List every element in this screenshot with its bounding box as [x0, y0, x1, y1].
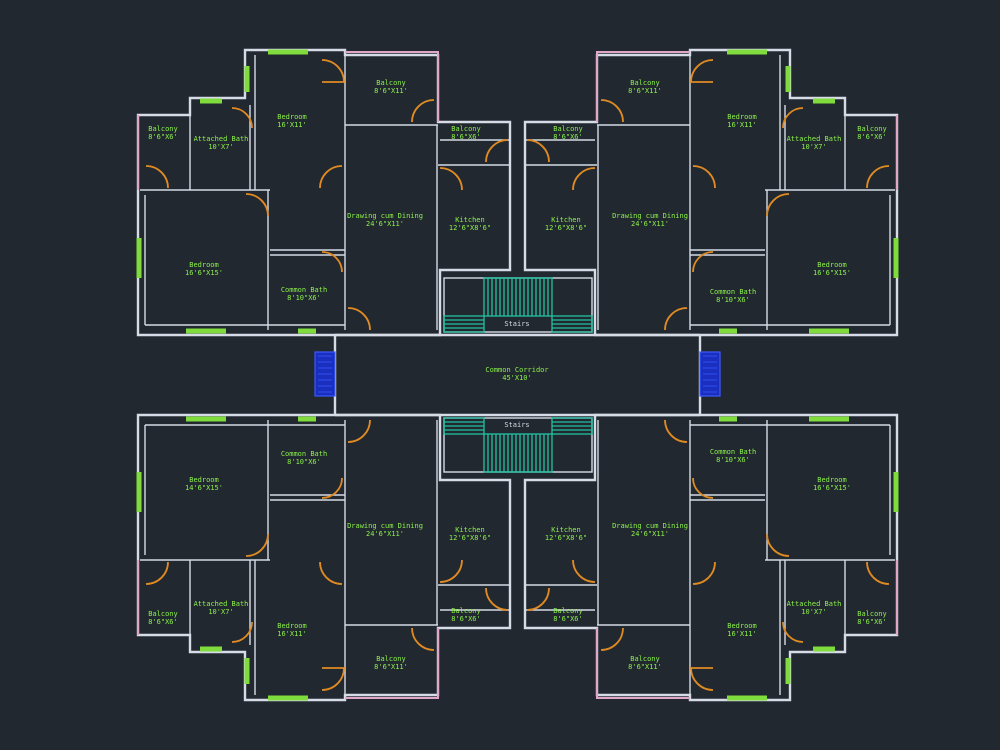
room-label-tl-bed-big-size: 16'6"X15': [185, 269, 223, 277]
room-label-tr-bed-big-size: 16'6"X15': [813, 269, 851, 277]
room-label-tr-drawing-name: Drawing cum Dining: [612, 212, 688, 220]
room-label-stairs-top-name: Stairs: [504, 320, 529, 328]
room-label-bl-bal-left-name: Balcony: [148, 610, 178, 618]
room-label-bl-cbath-size: 8'10"X6': [287, 458, 321, 466]
door-4: [145, 165, 169, 189]
room-label-tl-kitchen-name: Kitchen: [455, 216, 485, 224]
room-label-tl-bed-top-name: Bedroom: [277, 113, 307, 121]
room-label-tr-cbath-size: 8'10"X6': [716, 296, 750, 304]
room-label-tl-bal-small-size: 8'6"X6': [451, 133, 481, 141]
door-7: [321, 251, 343, 273]
room-label-br-kitchen-size: 12'6"X8'6": [545, 534, 587, 542]
door-10: [485, 139, 509, 163]
room-label-bl-att-bath-name: Attached Bath: [194, 600, 249, 608]
room-label-tl-bal-left-size: 8'6"X6': [148, 133, 178, 141]
room-label-tr-bed-top-name: Bedroom: [727, 113, 757, 121]
room-label-bl-kitchen-size: 12'6"X8'6": [449, 534, 491, 542]
room-label-tl-bal-top-size: 8'6"X11': [374, 87, 408, 95]
room-label-tr-bal-top-name: Balcony: [630, 79, 660, 87]
room-label-bl-drawing-size: 24'6"X11': [366, 530, 404, 538]
room-label-bl-bal-small-name: Balcony: [451, 607, 481, 615]
lift-left-lines: [318, 355, 332, 393]
stairs-bottom: [443, 417, 593, 473]
door-2: [411, 99, 435, 123]
room-label-br-bed-big-size: 16'6"X15': [813, 484, 851, 492]
door-8: [347, 307, 371, 331]
room-label-tl-cbath-size: 8'10"X6': [287, 294, 321, 302]
room-label-tr-cbath-name: Common Bath: [710, 288, 756, 296]
room-label-tr-bed-top-size: 16'X11': [727, 121, 757, 129]
room-label-bl-bed-big-size: 14'6"X15': [185, 484, 223, 492]
room-label-bl-kitchen-name: Kitchen: [455, 526, 485, 534]
room-label-br-bal-right-size: 8'6"X6': [857, 618, 887, 626]
room-label-tr-bal-small-name: Balcony: [553, 125, 583, 133]
room-label-br-kitchen-name: Kitchen: [551, 526, 581, 534]
room-label-bl-bal-small-size: 8'6"X6': [451, 615, 481, 623]
room-label-br-bal-small-size: 8'6"X6': [553, 615, 583, 623]
room-label-corridor-name: Common Corridor: [485, 366, 548, 374]
room-labels: Balcony8'6"X11'Bedroom16'X11'Balcony8'6"…: [148, 79, 887, 671]
room-label-br-bal-bottom-name: Balcony: [630, 655, 660, 663]
room-label-tl-bal-small-name: Balcony: [451, 125, 481, 133]
room-label-br-bal-small-name: Balcony: [553, 607, 583, 615]
door-9: [439, 167, 463, 191]
room-label-br-bed-top-name: Bedroom: [727, 622, 757, 630]
room-label-bl-bed-top-name: Bedroom: [277, 622, 307, 630]
room-label-tr-kitchen-size: 12'6"X8'6": [545, 224, 587, 232]
internal-walls-top-left: [140, 55, 510, 330]
room-label-tl-att-bath-name: Attached Bath: [194, 135, 249, 143]
room-label-bl-cbath-name: Common Bath: [281, 450, 327, 458]
room-label-br-drawing-name: Drawing cum Dining: [612, 522, 688, 530]
room-label-tl-cbath-name: Common Bath: [281, 286, 327, 294]
room-label-br-att-bath-size: 10'X7': [801, 608, 826, 616]
room-label-bl-bed-top-size: 16'X11': [277, 630, 307, 638]
door-6: [245, 193, 269, 217]
room-label-tr-att-bath-name: Attached Bath: [787, 135, 842, 143]
room-label-br-bal-bottom-size: 8'6"X11': [628, 663, 662, 671]
corridor-walls: [333, 333, 702, 417]
room-label-br-att-bath-name: Attached Bath: [787, 600, 842, 608]
room-label-bl-bal-bottom-name: Balcony: [376, 655, 406, 663]
room-label-tr-bal-top-size: 8'6"X11': [628, 87, 662, 95]
room-label-br-drawing-size: 24'6"X11': [631, 530, 669, 538]
room-label-tl-bed-top-size: 16'X11': [277, 121, 307, 129]
lift-right-lines: [703, 355, 717, 393]
room-label-br-bed-top-size: 16'X11': [727, 630, 757, 638]
stairs-top: [443, 277, 593, 333]
room-label-tr-att-bath-size: 10'X7': [801, 143, 826, 151]
room-label-tr-bal-small-size: 8'6"X6': [553, 133, 583, 141]
room-label-bl-att-bath-size: 10'X7': [208, 608, 233, 616]
room-label-corridor-size: 45'X10': [502, 374, 532, 382]
room-label-tr-bal-right-size: 8'6"X6': [857, 133, 887, 141]
room-label-tl-kitchen-size: 12'6"X8'6": [449, 224, 491, 232]
balcony-railing-top: [345, 51, 439, 122]
room-label-tl-bed-big-name: Bedroom: [189, 261, 219, 269]
room-label-br-cbath-name: Common Bath: [710, 448, 756, 456]
room-label-stairs-bottom-name: Stairs: [504, 421, 529, 429]
apartment-unit-top-left: [136, 48, 512, 337]
room-label-tr-bed-big-name: Bedroom: [817, 261, 847, 269]
room-label-tl-bal-top-name: Balcony: [376, 79, 406, 87]
room-label-bl-drawing-name: Drawing cum Dining: [347, 522, 423, 530]
apartment-unit-bottom-right: [525, 415, 897, 700]
room-label-tr-drawing-size: 24'6"X11': [631, 220, 669, 228]
room-label-tl-bal-left-name: Balcony: [148, 125, 178, 133]
room-label-tl-drawing-size: 24'6"X11': [366, 220, 404, 228]
room-label-tl-drawing-name: Drawing cum Dining: [347, 212, 423, 220]
room-label-bl-bed-big-name: Bedroom: [189, 476, 219, 484]
door-1: [321, 59, 345, 83]
room-label-br-bed-big-name: Bedroom: [817, 476, 847, 484]
door-3: [231, 107, 253, 129]
room-label-tl-att-bath-size: 10'X7': [208, 143, 233, 151]
door-5: [319, 165, 343, 189]
room-label-bl-bal-bottom-size: 8'6"X11': [374, 663, 408, 671]
room-label-tr-bal-right-name: Balcony: [857, 125, 887, 133]
room-label-br-cbath-size: 8'10"X6': [716, 456, 750, 464]
room-label-bl-bal-left-size: 8'6"X6': [148, 618, 178, 626]
room-label-tr-kitchen-name: Kitchen: [551, 216, 581, 224]
room-label-br-bal-right-name: Balcony: [857, 610, 887, 618]
